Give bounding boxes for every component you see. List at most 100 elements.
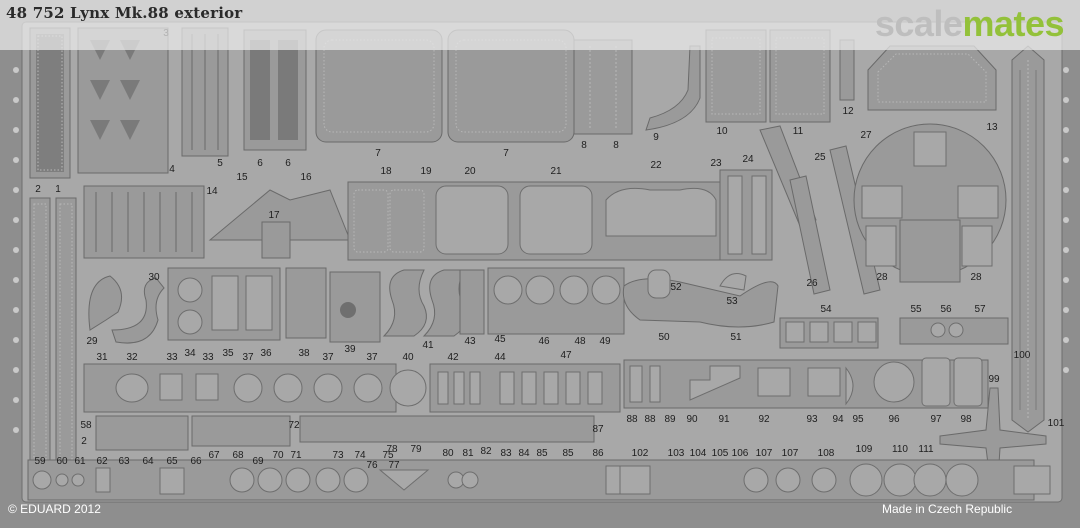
sheet-holes (13, 67, 1069, 433)
part-number-label: 98 (960, 414, 972, 425)
part-number-label: 87 (592, 424, 604, 435)
part-group-3-4 (29, 27, 169, 179)
part-number-label: 88 (626, 414, 638, 425)
part-number-label: 86 (592, 448, 604, 459)
part-number-label: 59 (34, 456, 46, 467)
part-number-label: 26 (806, 278, 818, 289)
part-number-label: 14 (206, 186, 218, 197)
part-group-44-49 (487, 267, 625, 335)
part-number-label: 52 (670, 282, 682, 293)
part-number-label: 107 (756, 448, 773, 459)
part-number-label: 101 (1048, 418, 1065, 429)
part-number-label: 34 (184, 348, 196, 359)
part-group-25-26 (759, 125, 881, 295)
part-number-label: 83 (500, 448, 512, 459)
part-number-label: 56 (940, 304, 952, 315)
part-number-label: 70 (272, 450, 284, 461)
part-number-label: 99 (988, 374, 1000, 385)
part-group-58-86 (95, 415, 595, 451)
part-number-label: 111 (918, 444, 934, 455)
part-number-label: 19 (420, 166, 432, 177)
part-number-label: 49 (599, 336, 611, 347)
part-number-label: 81 (462, 448, 474, 459)
part-number-label: 21 (550, 166, 562, 177)
copyright-notice: © EDUARD 2012 (8, 502, 101, 516)
part-number-label: 78 (386, 444, 398, 455)
part-number-label: 82 (480, 446, 492, 457)
part-number-label: 30 (148, 272, 160, 283)
brand-logo-scale: scale (874, 3, 963, 44)
part-number-label: 92 (758, 414, 770, 425)
part-number-label: 108 (818, 448, 835, 459)
part-number-label: 11 (793, 126, 804, 137)
part-number-label: 40 (402, 352, 414, 363)
part-number-label: 18 (380, 166, 392, 177)
part-number-label: 31 (96, 352, 108, 363)
part-number-label: 60 (56, 456, 68, 467)
part-number-label: 8 (581, 140, 587, 151)
part-group-87-97 (623, 357, 989, 409)
part-number-label: 15 (236, 172, 248, 183)
part-number-label: 73 (332, 450, 344, 461)
part-number-label: 76 (366, 460, 378, 471)
part-number-label: 57 (974, 304, 986, 315)
part-number-label: 103 (668, 448, 685, 459)
part-number-label: 4 (169, 164, 175, 175)
part-number-label: 43 (464, 336, 476, 347)
part-number-label: 95 (852, 414, 864, 425)
part-number-label: 25 (814, 152, 826, 163)
part-group-7 (315, 29, 575, 143)
part-group-27-28 (853, 123, 1007, 283)
part-number-label: 85 (536, 448, 548, 459)
part-number-label: 65 (166, 456, 178, 467)
part-number-label: 55 (910, 304, 922, 315)
part-number-label: 109 (856, 444, 873, 455)
part-group-29-30 (88, 275, 165, 344)
part-number-label: 66 (190, 456, 202, 467)
part-number-label: 107 (782, 448, 799, 459)
part-number-label: 97 (930, 414, 942, 425)
brand-logo-mates: mates (962, 3, 1064, 44)
part-number-label: 110 (892, 444, 908, 455)
part-group-50-53 (622, 269, 779, 328)
part-number-label: 23 (710, 158, 722, 169)
part-number-label: 96 (888, 414, 900, 425)
part-number-label: 22 (650, 160, 662, 171)
part-number-label: 50 (658, 332, 670, 343)
part-number-label: 28 (876, 272, 888, 283)
part-number-label: 71 (290, 450, 302, 461)
part-number-label: 44 (494, 352, 506, 363)
part-number-label: 62 (96, 456, 108, 467)
part-number-label: 72 (288, 420, 300, 431)
part-number-label: 6 (257, 158, 263, 169)
part-number-label: 104 (690, 448, 707, 459)
watermark-banner (0, 0, 1080, 50)
part-number-label: 46 (538, 336, 550, 347)
part-number-label: 37 (242, 352, 254, 363)
part-number-label: 37 (322, 352, 334, 363)
part-number-label: 13 (986, 122, 998, 133)
part-13 (867, 45, 997, 111)
part-number-label: 68 (232, 450, 244, 461)
part-number-label: 29 (86, 336, 98, 347)
part-group-54 (779, 317, 879, 349)
part-number-label: 64 (142, 456, 154, 467)
part-number-label: 58 (80, 420, 92, 431)
part-number-label: 17 (268, 210, 280, 221)
part-group-41-43 (382, 269, 485, 337)
part-group-31-37 (83, 363, 397, 413)
part-number-label: 5 (217, 158, 223, 169)
part-group-14 (83, 185, 205, 259)
part-group-34-36 (167, 267, 281, 341)
part-number-label: 39 (344, 344, 356, 355)
part-number-label: 20 (464, 166, 476, 177)
part-number-label: 84 (518, 448, 530, 459)
part-number-label: 45 (494, 334, 506, 345)
brand-logo: scalemates (874, 3, 1065, 44)
part-number-label: 105 (712, 448, 729, 459)
part-number-label: 77 (388, 460, 400, 471)
part-number-label: 67 (208, 450, 220, 461)
part-group-23-24 (719, 169, 773, 261)
part-number-label: 2 (35, 184, 41, 195)
part-number-labels: 1223456677889101112131415161718192021222… (34, 28, 1064, 471)
